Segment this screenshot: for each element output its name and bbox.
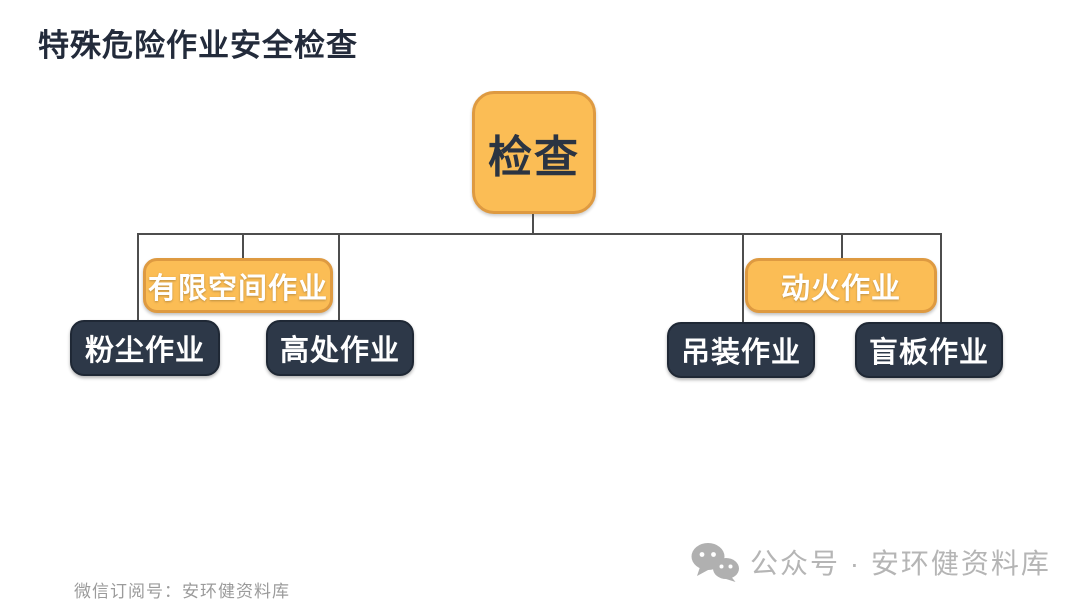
connector-bus — [137, 233, 942, 235]
diagram-node-lifting-work-label: 吊装作业 — [680, 337, 801, 369]
connector-root-drop — [532, 214, 534, 234]
diagram-node-height-work: 高处作业 — [266, 320, 414, 376]
connector-drop-lifting — [742, 233, 744, 324]
diagram-node-blind-plate-work: 盲板作业 — [855, 322, 1003, 378]
diagram-node-confined-space-label: 有限空间作业 — [147, 272, 328, 305]
diagram-node-dust-work-label: 粉尘作业 — [84, 335, 205, 367]
wechat-icon — [690, 542, 740, 582]
watermark-text: 公众号 · 安环健资料库 — [750, 548, 1051, 579]
diagram-node-height-work-label: 高处作业 — [279, 335, 400, 367]
diagram-node-root: 检查 — [472, 91, 596, 214]
connector-drop-dust — [137, 233, 139, 322]
connector-drop-blind-plate — [940, 233, 942, 324]
diagram-node-root-label: 检查 — [488, 132, 580, 182]
diagram-node-confined-space: 有限空间作业 — [143, 258, 333, 313]
connector-drop-height — [338, 233, 340, 322]
diagram-node-hot-work: 动火作业 — [745, 258, 937, 313]
connector-drop-hot-work — [841, 233, 843, 260]
page-title: 特殊危险作业安全检查 — [38, 28, 358, 63]
watermark: 公众号 · 安环健资料库 — [690, 542, 1051, 582]
diagram-node-blind-plate-work-label: 盲板作业 — [868, 337, 989, 369]
diagram-node-dust-work: 粉尘作业 — [70, 320, 220, 376]
diagram-node-lifting-work: 吊装作业 — [667, 322, 815, 378]
connector-drop-confined-space — [242, 233, 244, 260]
wechat-subscription-caption: 微信订阅号：安环健资料库 — [74, 582, 290, 601]
diagram-node-hot-work-label: 动火作业 — [780, 272, 901, 305]
